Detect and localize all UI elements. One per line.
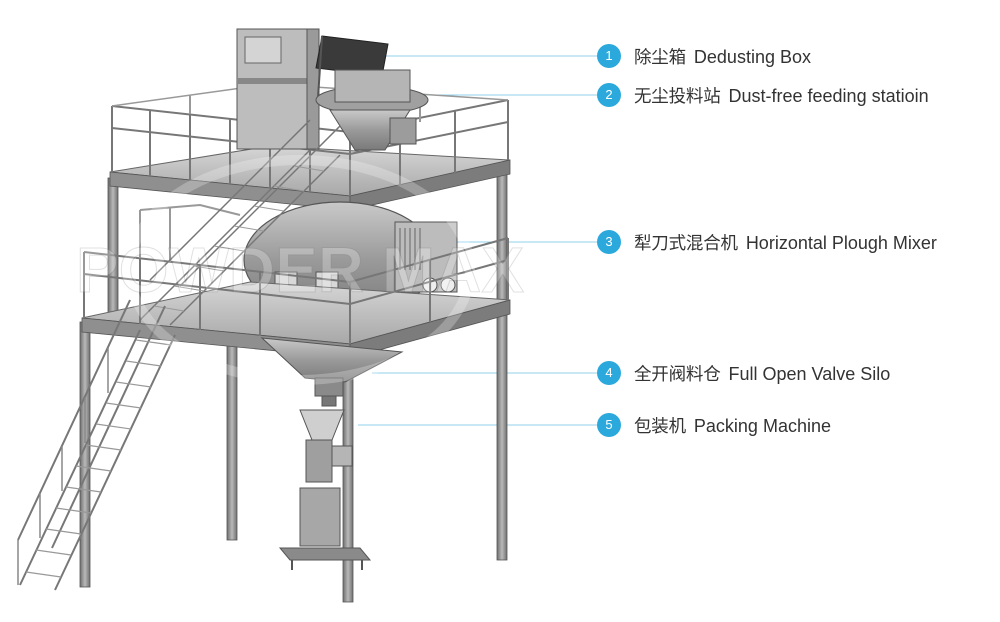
callout-number-badge: 3 (597, 230, 621, 254)
watermark: POWDER MAX (76, 155, 525, 385)
callout-number-badge: 5 (597, 413, 621, 437)
callout-label-zh: 包装机 (634, 416, 686, 437)
callout-label-zh: 无尘投料站 (634, 86, 721, 107)
callout-label: 犁刀式混合机 Horizontal Plough Mixer (634, 230, 937, 255)
callout-5: 5 包装机 Packing Machine (597, 412, 831, 438)
callout-label-zh: 犁刀式混合机 (634, 233, 738, 254)
callout-label-en: Packing Machine (693, 415, 831, 436)
lower-stair (17, 299, 176, 591)
watermark-brand: POWDER MAX (76, 234, 524, 306)
valve-silo (260, 337, 404, 407)
callout-1: 1 除尘箱 Dedusting Box (597, 43, 811, 69)
callout-label-en: Dust-free feeding statioin (728, 85, 929, 106)
upper-stair (139, 119, 341, 326)
middle-handrail (83, 203, 509, 344)
callout-label-en: Full Open Valve Silo (728, 363, 891, 384)
callout-label-zh: 全开阀料仓 (634, 364, 721, 385)
callout-4: 4 全开阀料仓 Full Open Valve Silo (597, 360, 890, 386)
callout-label: 全开阀料仓 Full Open Valve Silo (634, 361, 890, 386)
callout-2: 2 无尘投料站 Dust-free feeding statioin (597, 82, 929, 108)
callout-label-en: Horizontal Plough Mixer (745, 232, 937, 253)
callout-number-badge: 4 (597, 361, 621, 385)
callout-label: 除尘箱 Dedusting Box (634, 44, 811, 69)
callout-number-badge: 2 (597, 83, 621, 107)
callout-label-zh: 除尘箱 (634, 47, 686, 68)
callout-label-en: Dedusting Box (693, 46, 811, 67)
upper-handrail (111, 83, 509, 196)
callout-number-badge: 1 (597, 44, 621, 68)
packing-machine (278, 409, 372, 570)
callout-3: 3 犁刀式混合机 Horizontal Plough Mixer (597, 229, 937, 255)
feeding-station (315, 35, 429, 151)
callout-label: 包装机 Packing Machine (634, 413, 831, 438)
callout-label: 无尘投料站 Dust-free feeding statioin (634, 83, 929, 108)
